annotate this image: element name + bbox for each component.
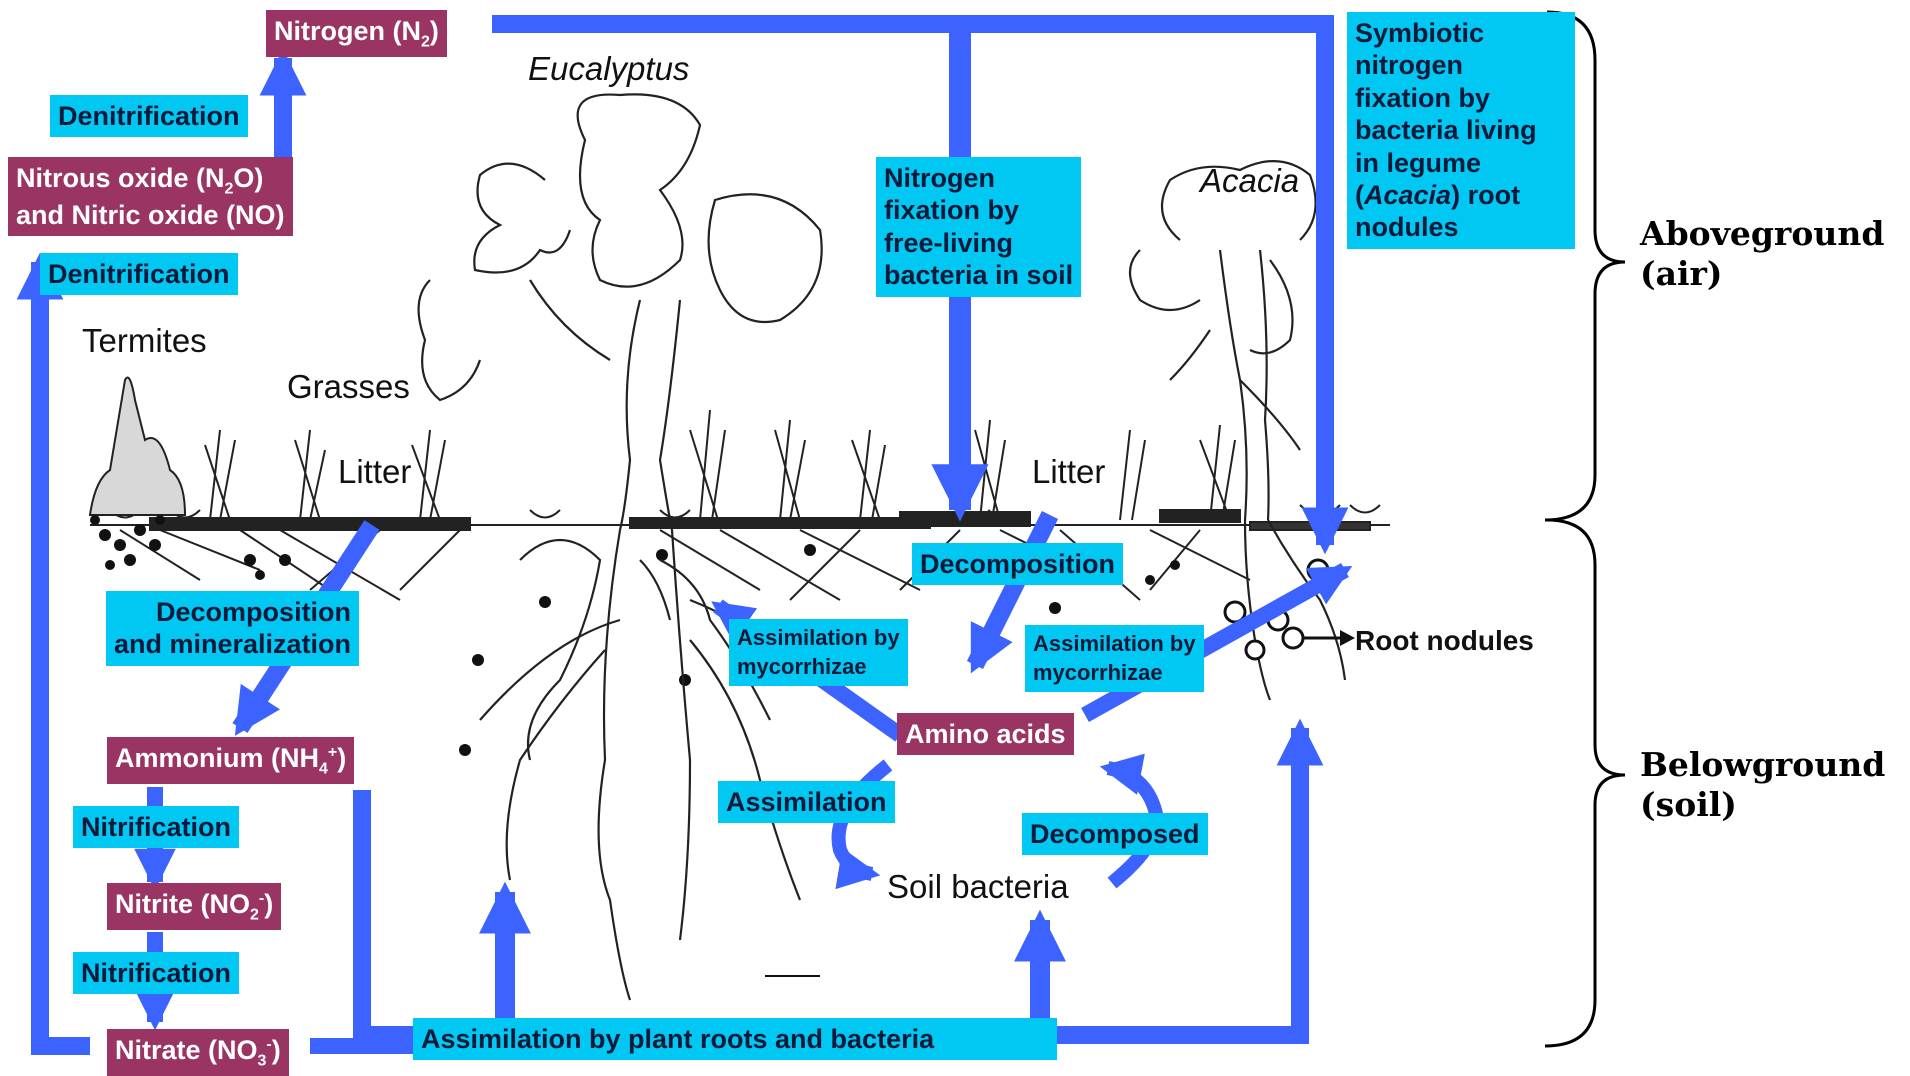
- arrow-nitrate-to-nitrous-oxide: [40, 262, 90, 1046]
- litter-label-right: Litter: [1032, 453, 1105, 491]
- nitrogen-n2-box: Nitrogen (N2): [266, 10, 447, 57]
- assimilation-mycorrhizae-right-box: Assimilation by mycorrhizae: [1025, 625, 1204, 692]
- decomposed-box: Decomposed: [1022, 813, 1208, 855]
- grasses-label: Grasses: [287, 368, 410, 406]
- nitrous-nitric-oxide-box: Nitrous oxide (N2O) and Nitric oxide (NO…: [8, 157, 293, 236]
- symbiotic-fixation-box: Symbiotic nitrogen fixation by bacteria …: [1347, 12, 1575, 249]
- amino-acids-box: Amino acids: [897, 713, 1074, 755]
- decomposition-box: Decomposition: [912, 543, 1123, 585]
- assimilation-box: Assimilation: [718, 781, 895, 823]
- soil-sketch: [90, 410, 1390, 600]
- free-living-fixation-box: Nitrogen fixation by free-living bacteri…: [876, 157, 1081, 297]
- termite-mound: [90, 378, 291, 581]
- nitrate-box: Nitrate (NO3-): [107, 1029, 289, 1076]
- ammonium-box: Ammonium (NH4+): [107, 737, 354, 784]
- assimilation-roots-bacteria-box: Assimilation by plant roots and bacteria: [413, 1018, 1057, 1060]
- decomposition-mineralization-box: Decomposition and mineralization: [106, 591, 359, 666]
- nitrification-2-box: Nitrification: [73, 952, 239, 994]
- aboveground-label: Aboveground (air): [1640, 214, 1884, 293]
- eucalyptus-label: Eucalyptus: [528, 50, 689, 88]
- soil-bacteria-label: Soil bacteria: [887, 868, 1069, 906]
- litter-label-left: Litter: [338, 453, 411, 491]
- nitrite-box: Nitrite (NO2-): [107, 883, 281, 930]
- nitrification-1-box: Nitrification: [73, 806, 239, 848]
- denitrification-top-box: Denitrification: [50, 95, 248, 137]
- acacia-label: Acacia: [1200, 162, 1299, 200]
- termites-label: Termites: [82, 322, 207, 360]
- eucalyptus-tree: [419, 94, 822, 1000]
- assimilation-mycorrhizae-left-box: Assimilation by mycorrhizae: [729, 619, 908, 686]
- root-nodules-pointer-head: [1340, 630, 1355, 646]
- denitrification-mid-box: Denitrification: [40, 253, 238, 295]
- belowground-label: Belowground (soil): [1640, 745, 1885, 824]
- root-nodules-label: Root nodules: [1355, 625, 1534, 657]
